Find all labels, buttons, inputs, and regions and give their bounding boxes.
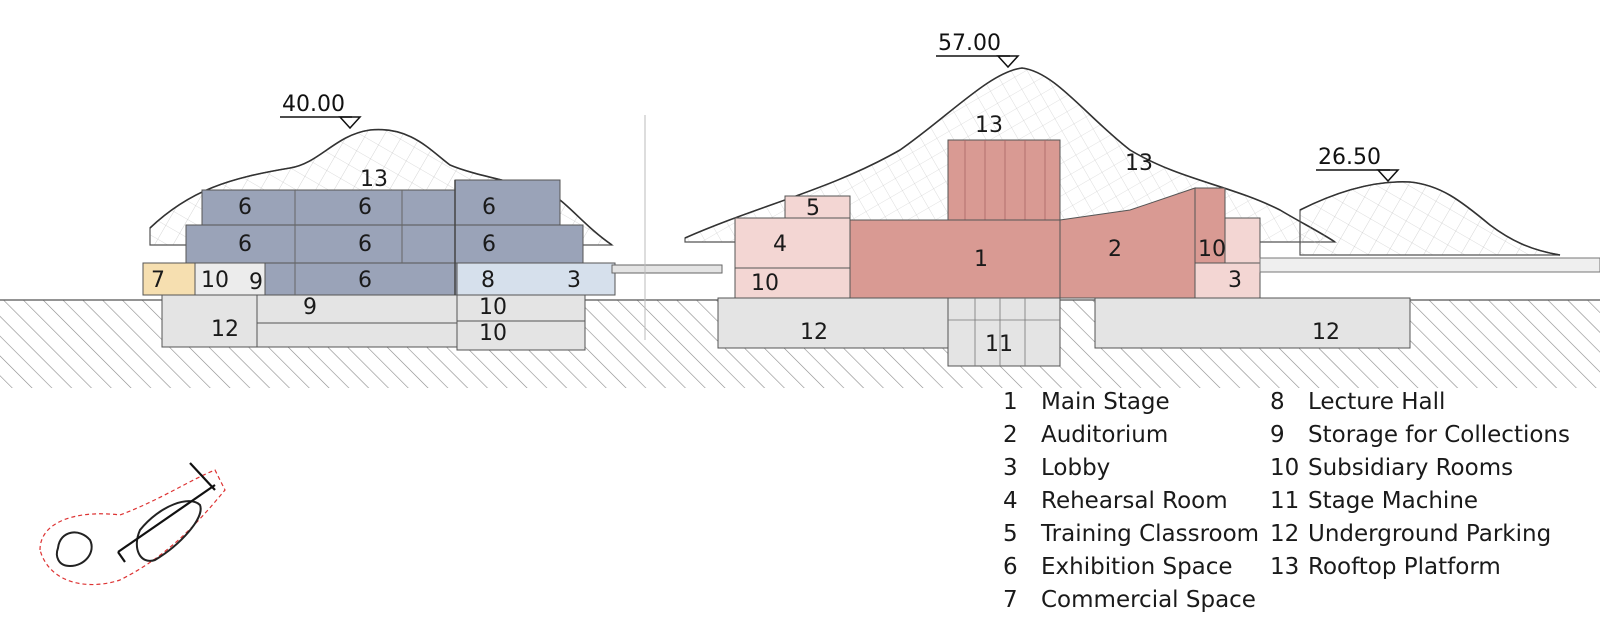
center-building — [684, 67, 1411, 367]
room-label-10: 10 — [479, 295, 507, 320]
room-label-9: 9 — [303, 295, 317, 320]
room-label-13: 13 — [975, 113, 1003, 138]
legend-number: 6 — [1003, 554, 1018, 580]
legend-number: 8 — [1270, 389, 1285, 415]
room-label-10: 10 — [201, 268, 229, 293]
legend-item: 12 Underground Parking — [1270, 518, 1551, 551]
room-label-6: 6 — [238, 195, 252, 220]
legend-item: 2 Auditorium — [1003, 419, 1168, 452]
legend-item: 3 Lobby — [1003, 452, 1110, 485]
legend-text: Main Stage — [1041, 389, 1170, 415]
room-label-6: 6 — [238, 232, 252, 257]
legend-text: Rooftop Platform — [1308, 554, 1501, 580]
legend-number: 3 — [1003, 455, 1018, 481]
room-label-13: 13 — [1125, 151, 1153, 176]
legend-text: Stage Machine — [1308, 488, 1479, 514]
legend-text: Rehearsal Room — [1041, 488, 1228, 514]
room-label-6: 6 — [482, 195, 496, 220]
legend-text: Subsidiary Rooms — [1308, 455, 1514, 481]
legend-number: 5 — [1003, 521, 1018, 547]
legend-item: 1 Main Stage — [1003, 386, 1170, 419]
left-building — [142, 128, 616, 351]
legend-text: Underground Parking — [1308, 521, 1552, 547]
room-label-10: 10 — [1198, 237, 1226, 262]
room-label-6: 6 — [482, 232, 496, 257]
legend-item: 13 Rooftop Platform — [1270, 551, 1501, 584]
legend-text: Commercial Space — [1041, 587, 1256, 613]
room-label-12: 12 — [800, 320, 828, 345]
legend-number: 13 — [1270, 554, 1300, 580]
legend-text: Exhibition Space — [1041, 554, 1233, 580]
elevation-left-label: 40.00 — [282, 92, 345, 117]
room-label-12: 12 — [211, 317, 239, 342]
legend-item: 8 Lecture Hall — [1270, 386, 1445, 419]
connector-bridge — [611, 115, 723, 340]
room-label-5: 5 — [806, 196, 820, 221]
legend-number: 7 — [1003, 587, 1018, 613]
legend-text: Storage for Collections — [1308, 422, 1570, 448]
room-label-12: 12 — [1312, 320, 1340, 345]
legend-text: Auditorium — [1041, 422, 1169, 448]
legend-item: 11 Stage Machine — [1270, 485, 1478, 518]
room-label-6: 6 — [358, 195, 372, 220]
legend-text: Lobby — [1041, 455, 1111, 481]
legend-number: 11 — [1270, 488, 1300, 514]
legend-number: 1 — [1003, 389, 1018, 415]
room-label-3: 3 — [567, 268, 581, 293]
room-label-13: 13 — [360, 167, 388, 192]
room-label-10: 10 — [751, 271, 779, 296]
legend-number: 4 — [1003, 488, 1018, 514]
room-label-3: 3 — [1228, 268, 1242, 293]
elevation-marker-center: 57.00 — [936, 31, 1020, 69]
room-label-1: 1 — [974, 247, 988, 272]
legend-number: 2 — [1003, 422, 1018, 448]
room-label-8: 8 — [481, 268, 495, 293]
room-label-10: 10 — [479, 321, 507, 346]
legend-item: 7 Commercial Space — [1003, 584, 1256, 617]
elevation-marker-left: 40.00 — [280, 92, 362, 130]
legend-number: 12 — [1270, 521, 1300, 547]
legend-item: 10 Subsidiary Rooms — [1270, 452, 1513, 485]
legend-text: Training Classroom — [1041, 521, 1260, 547]
key-plan — [39, 462, 226, 586]
legend-item: 4 Rehearsal Room — [1003, 485, 1228, 518]
room-label-7: 7 — [151, 268, 165, 293]
legend-number: 9 — [1270, 422, 1285, 448]
elevation-right-label: 26.50 — [1318, 145, 1381, 170]
room-label-9: 9 — [249, 270, 263, 295]
legend-number: 10 — [1270, 455, 1300, 481]
right-wing — [1259, 181, 1600, 273]
elevation-center-label: 57.00 — [938, 31, 1001, 56]
room-label-2: 2 — [1108, 237, 1122, 262]
legend-item: 5 Training Classroom — [1003, 518, 1259, 551]
room-label-11: 11 — [985, 332, 1013, 357]
elevation-marker-right: 26.50 — [1316, 145, 1400, 183]
legend-item: 6 Exhibition Space — [1003, 551, 1233, 584]
room-label-6: 6 — [358, 232, 372, 257]
room-label-4: 4 — [773, 232, 787, 257]
legend-item: 9 Storage for Collections — [1270, 419, 1570, 452]
room-labels: 13 6 6 6 6 6 6 6 7 10 9 8 3 9 10 12 10 1… — [151, 113, 1340, 357]
legend-text: Lecture Hall — [1308, 389, 1446, 415]
room-label-6: 6 — [358, 268, 372, 293]
